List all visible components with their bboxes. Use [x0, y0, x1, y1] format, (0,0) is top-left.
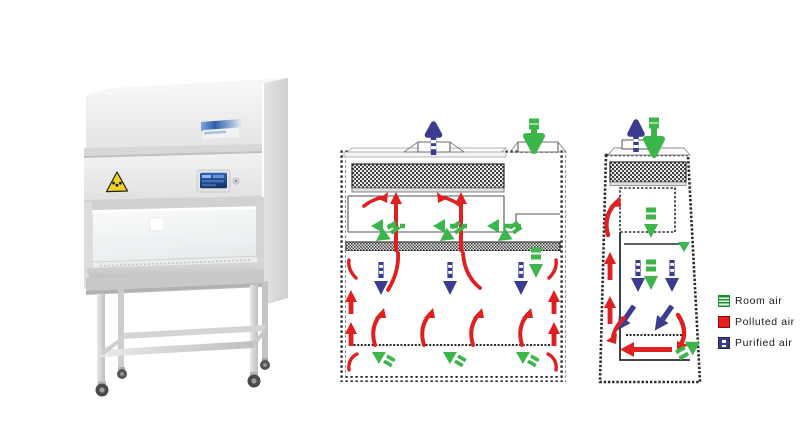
exhaust-stack-skirt: [402, 141, 466, 153]
work-surface-shadow: [86, 283, 264, 295]
supply-hepa-filter: [345, 241, 561, 252]
arrowheads-polluted-worksurface: [375, 308, 533, 318]
arrowhead-polluted-up-1: [390, 192, 402, 204]
side-arrows-purified-down: [631, 260, 679, 292]
diagram-side-section: [598, 117, 702, 384]
interior-back-wall: [94, 234, 256, 247]
arrows-polluted-curve-top: [362, 195, 463, 208]
side-workzone-outline: [619, 232, 690, 361]
caster-wheel: [117, 367, 127, 379]
exhaust-hepa-frame: [351, 187, 505, 193]
side-arrow-polluted-to-filter: [604, 196, 621, 238]
cabinet-left-pillar: [84, 202, 92, 289]
arrowhead-curve-1: [379, 192, 388, 203]
legend-item-polluted-air: Polluted air: [718, 313, 800, 331]
plenum-divider: [348, 195, 505, 230]
work-zone: [346, 251, 560, 343]
right-outer-wall: [560, 150, 566, 382]
legend-item-purified-air: Purified air: [718, 334, 800, 352]
arrows-room-air-diagonal: [376, 220, 523, 241]
work-surface: [86, 262, 264, 280]
side-arrows-room-air-down: [644, 207, 658, 290]
top-plenum-edge: [343, 151, 507, 158]
bottom-outer-wall: [340, 376, 566, 382]
room-air-swatch-icon: [718, 295, 730, 307]
supply-inlet-skirt: [509, 141, 567, 153]
mobile-stand: [95, 281, 270, 397]
legend: Room air Polluted air Purified air: [718, 292, 800, 355]
side-arrow-room-air-in: [643, 117, 665, 158]
arrows-polluted-left-channel: [345, 290, 357, 346]
biohazard-warning-icon: [105, 171, 129, 193]
side-arrows-polluted-up: [604, 252, 616, 324]
purified-air-swatch-icon: [718, 337, 730, 349]
arrow-room-air-side-down: [529, 247, 543, 278]
legend-item-room-air: Room air: [718, 292, 800, 310]
side-exhaust-hepa-filter: [609, 161, 687, 183]
caster-wheel: [260, 358, 270, 370]
caster-wheel: [95, 381, 109, 397]
arrows-room-air-bottom-grille: [372, 351, 540, 368]
diagram-front-section: [340, 118, 567, 382]
legend-label-room-air: Room air: [735, 295, 783, 307]
arrows-polluted-right-channel: [548, 290, 560, 346]
arrowhead-curve-2: [437, 192, 446, 203]
sash-sticker: [149, 217, 165, 232]
legend-label-polluted-air: Polluted air: [735, 316, 795, 328]
side-arrow-room-air-filter-top: [678, 242, 690, 252]
polluted-air-swatch-icon: [718, 316, 730, 328]
side-arrow-room-air-bottom: [674, 341, 700, 361]
arrow-room-air-in-top: [523, 118, 545, 154]
arrows-polluted-left-curves: [347, 258, 359, 372]
side-exhaust-hepa-frame: [609, 181, 687, 186]
arrows-polluted-right-curves: [546, 258, 558, 372]
cabinet-side-panel: [264, 78, 288, 305]
brand-label: [201, 119, 241, 139]
side-arrows-purified-diagonal: [616, 304, 675, 331]
legend-label-purified-air: Purified air: [735, 337, 793, 349]
cabinet-top-cap: [86, 78, 288, 95]
arrows-purified-downflow: [374, 262, 528, 295]
exhaust-hepa-filter: [351, 163, 505, 189]
side-arrow-exhaust-up: [627, 119, 645, 152]
glass-highlight: [92, 206, 258, 213]
left-outer-wall: [340, 150, 346, 382]
control-panel-display[interactable]: [196, 169, 240, 193]
arrow-exhaust-up: [424, 121, 443, 155]
arrowhead-polluted-up-2: [455, 192, 467, 204]
caster-wheel: [247, 372, 261, 388]
product-photo: [84, 78, 288, 397]
housing-divider-rail: [84, 144, 262, 158]
arrows-polluted-recirc: [386, 251, 482, 292]
side-plenum-box: [619, 187, 676, 233]
grille-perforations: [99, 259, 253, 267]
